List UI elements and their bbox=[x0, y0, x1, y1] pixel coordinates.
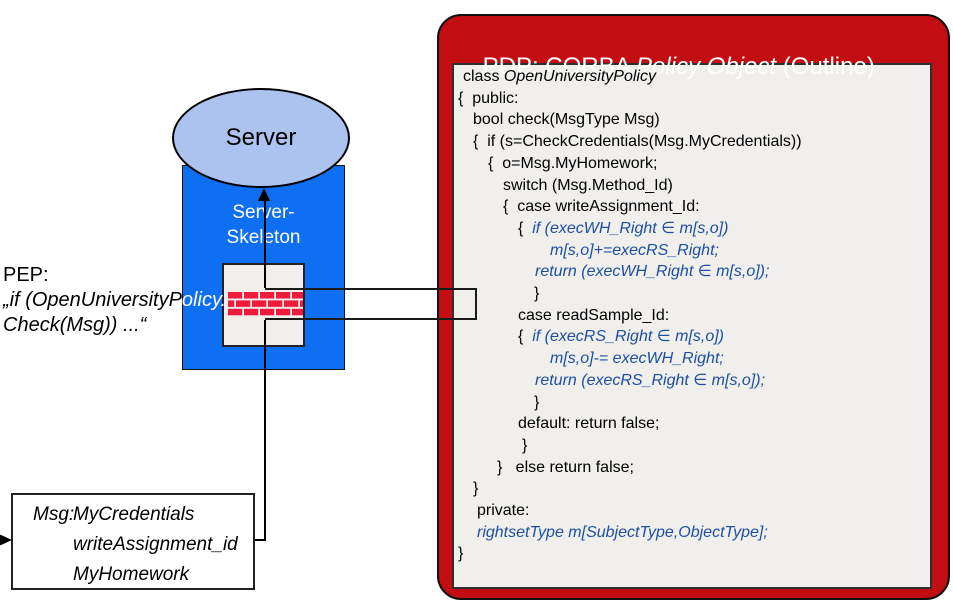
code-line: return (execRS_Right ∈ m[s,o]); bbox=[535, 371, 766, 389]
code-line: m[s,o]-= execWH_Right; bbox=[550, 350, 724, 368]
code-line: default: return false; bbox=[518, 415, 660, 433]
pep-code-line-1: „if (OpenUniversityPolicy. bbox=[3, 289, 227, 311]
skeleton-label-line2: Skeleton bbox=[182, 225, 345, 250]
code-line: } else return false; bbox=[497, 458, 634, 476]
code-line: { case writeAssignment_Id: bbox=[503, 198, 700, 216]
arrow-right-icon bbox=[0, 534, 12, 546]
policy-connector-rect bbox=[265, 288, 477, 320]
pdp-title-italic: Policy Object bbox=[636, 53, 777, 80]
msg-label: Msg: bbox=[33, 504, 75, 525]
code-line: { if (execWH_Right ∈ m[s,o]) bbox=[518, 219, 729, 237]
code-line: } bbox=[534, 393, 540, 411]
code-line: m[s,o]+=execRS_Right; bbox=[550, 241, 719, 259]
msg-box: Msg: MyCredentials writeAssignment_id My… bbox=[11, 493, 255, 590]
invocation-line-jog bbox=[255, 539, 266, 541]
code-line: { public: bbox=[458, 89, 519, 107]
skeleton-label-line1: Server- bbox=[182, 200, 345, 225]
invocation-line-upper bbox=[264, 198, 266, 288]
pdp-title-prefix: PDP: CORBA bbox=[482, 53, 637, 80]
firewall-brick-icon bbox=[228, 292, 303, 317]
pdp-title-suffix: (Outline) bbox=[776, 53, 875, 80]
server-label: Server bbox=[225, 124, 297, 151]
policy-code: class OpenUniversityPolicy { public: bool … bbox=[457, 66, 927, 565]
invocation-line-lower bbox=[264, 320, 266, 541]
code-line: } bbox=[458, 545, 464, 563]
pep-code-line-2: Check(Msg)) ...“ bbox=[3, 314, 147, 336]
code-line: private: bbox=[477, 502, 530, 520]
pep-label: PEP: bbox=[3, 264, 49, 286]
code-line: { if (execRS_Right ∈ m[s,o]) bbox=[518, 328, 724, 346]
code-line: rightsetType m[SubjectType,ObjectType]; bbox=[477, 523, 768, 541]
pep-code-line-1-overlay: „if (OpenUniversityPolicy. bbox=[3, 289, 227, 311]
msg-item-method: writeAssignment_id bbox=[73, 534, 238, 555]
code-line: bool check(MsgType Msg) bbox=[473, 111, 660, 129]
code-line: { o=Msg.MyHomework; bbox=[488, 154, 658, 172]
code-line: switch (Msg.Method_Id) bbox=[503, 176, 673, 194]
server-ellipse: Server bbox=[172, 88, 350, 188]
arrow-up-icon bbox=[258, 188, 270, 201]
code-line: } bbox=[473, 480, 479, 498]
firewall-box bbox=[222, 263, 305, 347]
code-line: case readSample_Id: bbox=[518, 306, 670, 324]
pdp-title: PDP: CORBA Policy Object (Outline) bbox=[456, 25, 875, 109]
msg-item-homework: MyHomework bbox=[73, 564, 190, 585]
skeleton-label: Server- Skeleton bbox=[182, 200, 345, 250]
code-line: { if (s=CheckCredentials(Msg.MyCredentia… bbox=[473, 133, 802, 151]
code-line: return (execWH_Right ∈ m[s,o]); bbox=[535, 263, 770, 281]
code-line: class OpenUniversityPolicy bbox=[463, 68, 656, 85]
pdp-code-panel bbox=[452, 63, 932, 589]
code-line: } bbox=[522, 436, 528, 454]
code-line: } bbox=[534, 285, 540, 303]
msg-item-credentials: MyCredentials bbox=[73, 504, 195, 525]
